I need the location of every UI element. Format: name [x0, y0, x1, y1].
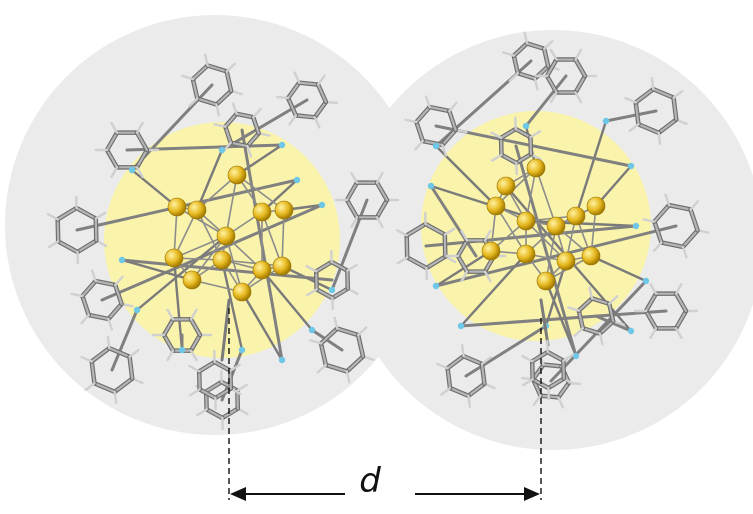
nitrogen-atom: [432, 142, 440, 150]
nitrogen-atom: [128, 166, 136, 174]
phenyl-ring: [404, 95, 468, 157]
metal-atom: [182, 270, 202, 290]
nitrogen-atom: [522, 122, 530, 130]
phenyl-ring: [94, 121, 160, 179]
metal-atom: [227, 165, 247, 185]
arrow-head-left: [230, 487, 246, 501]
nanocluster-left: [46, 53, 400, 431]
metal-atom: [586, 196, 606, 216]
metal-atom: [486, 196, 506, 216]
phenyl-ring: [181, 53, 243, 117]
nitrogen-atom: [238, 346, 246, 354]
metal-atom: [526, 158, 546, 178]
metal-atom: [516, 211, 536, 231]
phenyl-ring: [567, 286, 625, 346]
nitrogen-atom: [432, 282, 440, 290]
nitrogen-atom: [218, 146, 226, 154]
metal-atom: [167, 197, 187, 217]
nitrogen-atom: [278, 356, 286, 364]
nitrogen-atom: [457, 322, 465, 330]
nitrogen-atom: [308, 326, 316, 334]
metal-atom: [252, 260, 272, 280]
metal-atom: [516, 244, 536, 264]
phenyl-ring: [502, 31, 560, 91]
phenyl-ring: [305, 249, 359, 311]
metal-atom: [252, 202, 272, 222]
nitrogen-atom: [318, 201, 326, 209]
metal-atom: [187, 200, 207, 220]
metal-atom: [546, 216, 566, 236]
nitrogen-atom: [178, 346, 186, 354]
phenyl-ring: [642, 193, 710, 259]
nitrogen-atom: [632, 222, 640, 230]
metal-atom: [481, 241, 501, 261]
nitrogen-atom: [278, 141, 286, 149]
distance-arrow: d: [228, 308, 542, 501]
metal-atom: [581, 246, 601, 266]
nitrogen-atom: [572, 352, 580, 360]
nitrogen-atom: [293, 176, 301, 184]
metal-atom: [274, 200, 294, 220]
arrow-head-right: [524, 487, 540, 501]
nitrogen-atom: [427, 182, 435, 190]
nitrogen-atom: [627, 327, 635, 335]
nitrogen-atom: [133, 306, 141, 314]
metal-atom: [232, 282, 252, 302]
phenyl-ring: [309, 316, 375, 384]
nitrogen-atom: [627, 162, 635, 170]
metal-atom: [216, 226, 236, 246]
phenyl-ring: [633, 282, 699, 340]
phenyl-ring: [80, 336, 144, 404]
phenyl-ring: [521, 339, 575, 401]
phenyl-ring: [46, 195, 108, 265]
nitrogen-atom: [642, 277, 650, 285]
metal-atom: [556, 251, 576, 271]
phenyl-ring: [70, 269, 134, 331]
phenyl-ring: [188, 349, 242, 411]
right-core: [421, 111, 651, 341]
phenyl-ring: [534, 48, 598, 104]
phenyl-ring: [624, 77, 688, 145]
metal-atom: [566, 206, 586, 226]
phenyl-ring: [436, 344, 496, 408]
nitrogen-atom: [118, 256, 126, 264]
nanocluster-right: [395, 31, 710, 409]
phenyl-ring: [334, 171, 400, 229]
metal-atom: [496, 176, 516, 196]
metal-atom: [536, 271, 556, 291]
nitrogen-atom: [602, 117, 610, 125]
phenyl-ring: [490, 116, 542, 176]
metal-atom: [272, 256, 292, 276]
phenyl-ring: [395, 211, 457, 281]
nitrogen-atom: [328, 286, 336, 294]
metal-atom: [164, 248, 184, 268]
phenyl-ring: [275, 71, 339, 129]
phenyl-ring: [213, 102, 271, 158]
metal-atom: [212, 250, 232, 270]
distance-label: d: [359, 461, 381, 501]
